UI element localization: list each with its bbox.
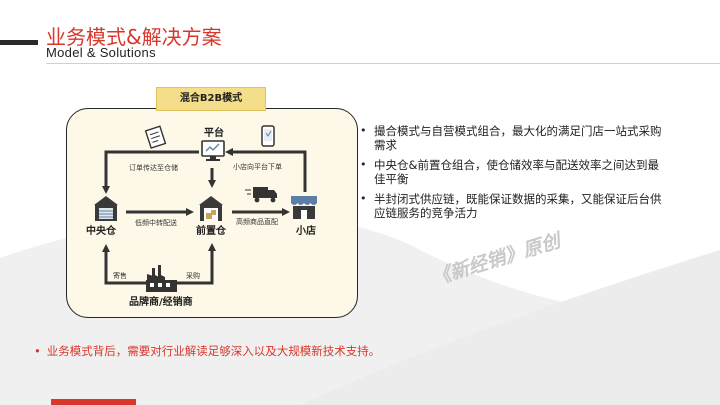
bullet-item: •撮合模式与自营模式组合，最大化的满足门店一站式采购需求 (360, 124, 662, 152)
central-warehouse-icon (94, 196, 118, 221)
bullet-dot: • (360, 192, 367, 205)
store-icon (291, 196, 317, 219)
smartphone-icon (261, 125, 275, 147)
footer-note: •业务模式背后，需要对行业解读足够深入以及大规模新技术支持。 (34, 344, 381, 358)
arrow-brand-to-front (176, 243, 216, 285)
title-accent-bar (0, 40, 38, 45)
bullet-dot: • (360, 124, 367, 137)
bullet-item: •半封闭式供应链，既能保证数据的采集，又能保证后台供应链服务的竞争活力 (360, 192, 662, 220)
node-store: 小店 (296, 226, 316, 237)
front-warehouse-icon (199, 196, 223, 221)
bullet-dot: • (360, 158, 367, 171)
arrow-platform-to-central (102, 150, 199, 194)
delivery-truck-icon (245, 187, 277, 203)
diagram-title: 混合B2B模式 (156, 87, 266, 111)
bullet-list: •撮合模式与自营模式组合，最大化的满足门店一站式采购需求 •中央仓&前置仓组合，… (358, 124, 663, 226)
factory-icon (146, 265, 177, 292)
edge-label-high-frequency: 高频商品直配 (236, 218, 278, 226)
page-title: 业务模式&解决方案 (46, 25, 222, 49)
node-central-warehouse: 中央仓 (86, 226, 116, 237)
edge-label-procurement: 采购 (186, 272, 200, 280)
arrow-store-to-platform (225, 148, 307, 192)
footer-bullet-dot: • (34, 344, 41, 358)
node-brand: 品牌商/经销商 (129, 297, 193, 308)
edge-label-store-order: 小店向平台下单 (233, 163, 282, 171)
arrow-brand-to-central (102, 244, 148, 285)
title-divider (46, 63, 720, 64)
bullet-item: •中央仓&前置仓组合，使仓储效率与配送效率之间达到最佳平衡 (360, 158, 659, 186)
bottom-accent-bar (51, 399, 136, 405)
page-subtitle: Model & Solutions (46, 45, 156, 60)
platform-monitor-icon (201, 140, 225, 161)
edge-label-low-frequency: 低频中转配送 (135, 219, 177, 227)
node-front-warehouse: 前置仓 (196, 226, 226, 237)
edge-label-order-to-warehouse: 订单传达至仓储 (129, 164, 178, 172)
receipt-icon (144, 125, 167, 149)
edge-label-consignment: 寄售 (113, 272, 127, 280)
node-platform: 平台 (204, 128, 224, 139)
